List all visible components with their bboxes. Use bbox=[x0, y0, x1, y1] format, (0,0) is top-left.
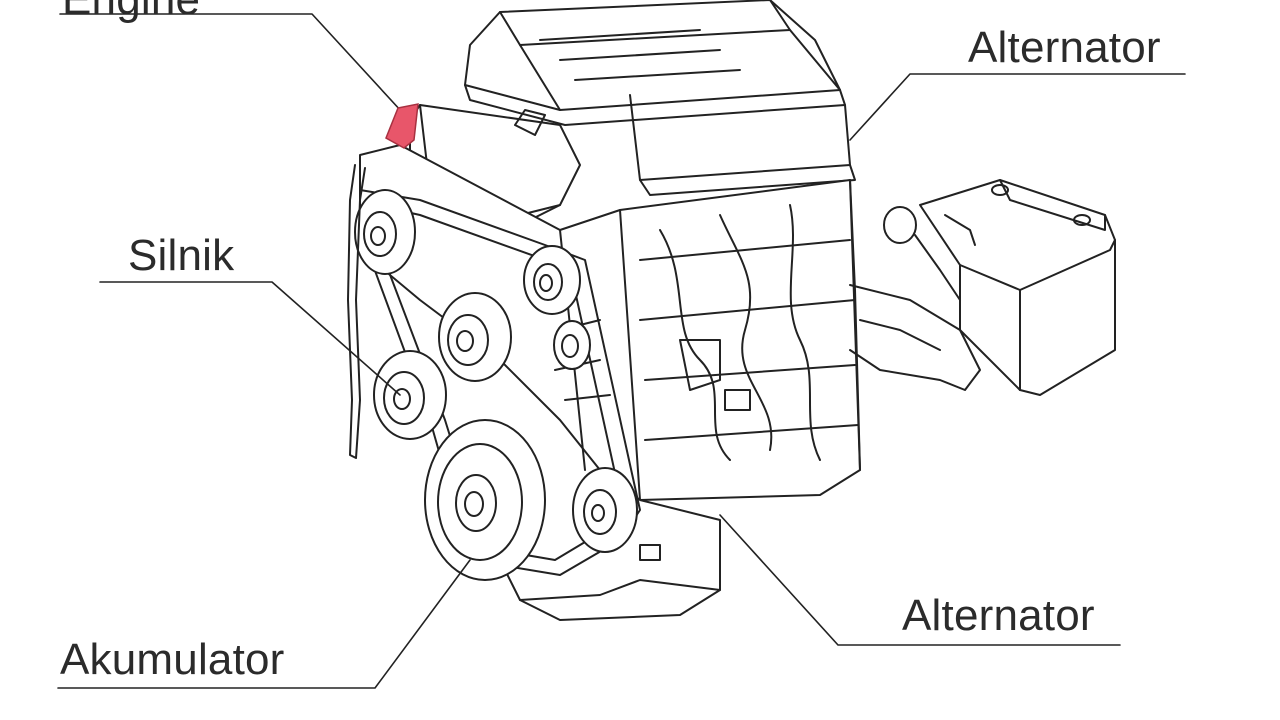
callout-akumulator: Akumulator bbox=[60, 635, 285, 684]
callout-alternator-top: Alternator bbox=[968, 23, 1161, 72]
oil-pan bbox=[499, 499, 721, 621]
battery bbox=[849, 179, 1116, 396]
valve-cover bbox=[464, 0, 856, 196]
engine-block bbox=[359, 144, 861, 501]
leader-lines bbox=[57, 13, 1186, 689]
callout-silnik: Silnik bbox=[128, 231, 235, 280]
pulley-middle bbox=[438, 292, 512, 382]
pulley-tensioner bbox=[572, 467, 638, 553]
dipstick bbox=[347, 164, 366, 459]
callout-engine: Engine bbox=[62, 0, 200, 22]
pulley-crank bbox=[424, 419, 546, 581]
leader-alternator-top bbox=[849, 73, 1186, 141]
pulley-idler bbox=[523, 245, 581, 315]
leader-akumulator bbox=[57, 559, 471, 689]
engine-highlight bbox=[385, 103, 419, 149]
pulley-small bbox=[553, 320, 591, 370]
callout-alternator-bottom: Alternator bbox=[902, 591, 1095, 640]
leader-engine bbox=[59, 13, 403, 113]
leader-silnik bbox=[99, 281, 401, 396]
pulley-left bbox=[373, 350, 447, 440]
leader-alternator-bottom bbox=[719, 514, 1121, 646]
pulley-top bbox=[354, 189, 416, 275]
